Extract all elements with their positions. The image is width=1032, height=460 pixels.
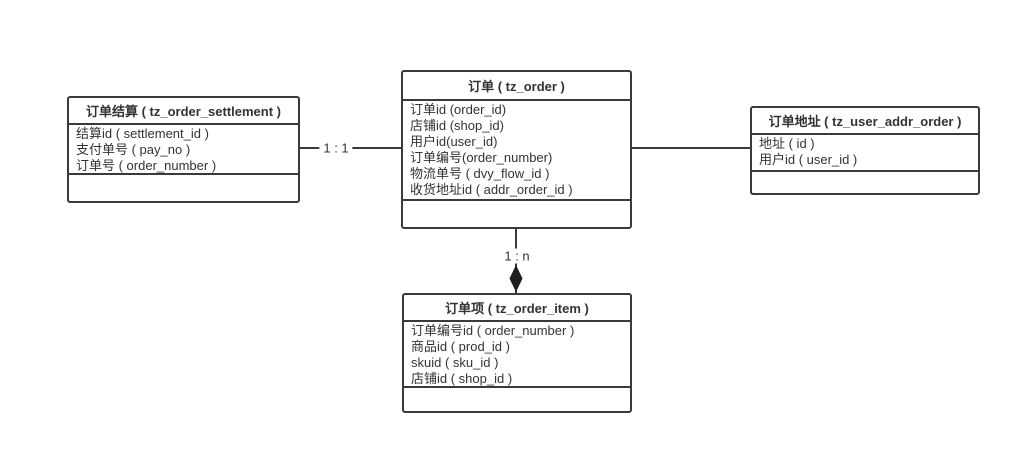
entity-user-addr-order-fields: 地址 ( id ) 用户id ( user_id ) — [752, 135, 978, 172]
field-user-id: 用户id ( user_id ) — [759, 152, 858, 167]
field-pay-no: 支付单号 ( pay_no ) — [76, 142, 191, 157]
entity-order-settlement[interactable]: 订单结算 ( tz_order_settlement ) 结算id ( sett… — [67, 96, 300, 203]
entity-order-settlement-title: 订单结算 ( tz_order_settlement ) — [69, 98, 298, 125]
entity-order-settlement-footer — [69, 175, 298, 201]
entity-order-settlement-fields: 结算id ( settlement_id ) 支付单号 ( pay_no ) 订… — [69, 125, 298, 175]
entity-order-item-fields: 订单编号id ( order_number ) 商品id ( prod_id )… — [404, 322, 630, 388]
field-shop-id: 店铺id ( shop_id ) — [411, 371, 513, 386]
entity-order-fields: 订单id (order_id) 店铺id (shop_id) 用户id(user… — [403, 101, 630, 201]
entity-user-addr-order-title: 订单地址 ( tz_user_addr_order ) — [752, 108, 978, 135]
field-sku-id: skuid ( sku_id ) — [411, 355, 499, 370]
field-addr-order-id: 收货地址id ( addr_order_id ) — [410, 182, 573, 197]
entity-user-addr-order[interactable]: 订单地址 ( tz_user_addr_order ) 地址 ( id ) 用户… — [750, 106, 980, 195]
field-dvy-flow-id: 物流单号 ( dvy_flow_id ) — [410, 166, 550, 181]
diamond-arrowhead-icon — [509, 265, 523, 292]
entity-order[interactable]: 订单 ( tz_order ) 订单id (order_id) 店铺id (sh… — [401, 70, 632, 229]
entity-order-item-title: 订单项 ( tz_order_item ) — [404, 295, 630, 322]
relationship-label-one-to-one: 1 : 1 — [319, 140, 353, 156]
field-order-number: 订单编号(order_number) — [410, 150, 553, 165]
field-settlement-id: 结算id ( settlement_id ) — [76, 126, 209, 141]
field-user-id: 用户id(user_id) — [410, 134, 498, 149]
field-order-id: 订单id (order_id) — [410, 102, 507, 117]
entity-order-title: 订单 ( tz_order ) — [403, 72, 630, 101]
entity-order-item[interactable]: 订单项 ( tz_order_item ) 订单编号id ( order_num… — [402, 293, 632, 413]
entity-order-footer — [403, 201, 630, 227]
entity-user-addr-order-footer — [752, 172, 978, 193]
field-shop-id: 店铺id (shop_id) — [410, 118, 504, 133]
entity-order-item-footer — [404, 388, 630, 411]
field-prod-id: 商品id ( prod_id ) — [411, 339, 510, 354]
field-order-number-id: 订单编号id ( order_number ) — [411, 323, 575, 338]
field-id: 地址 ( id ) — [759, 136, 815, 151]
relationship-label-one-to-n: 1 : n — [500, 248, 534, 264]
field-order-number: 订单号 ( order_number ) — [76, 158, 217, 173]
connector-order-addr — [630, 147, 752, 149]
